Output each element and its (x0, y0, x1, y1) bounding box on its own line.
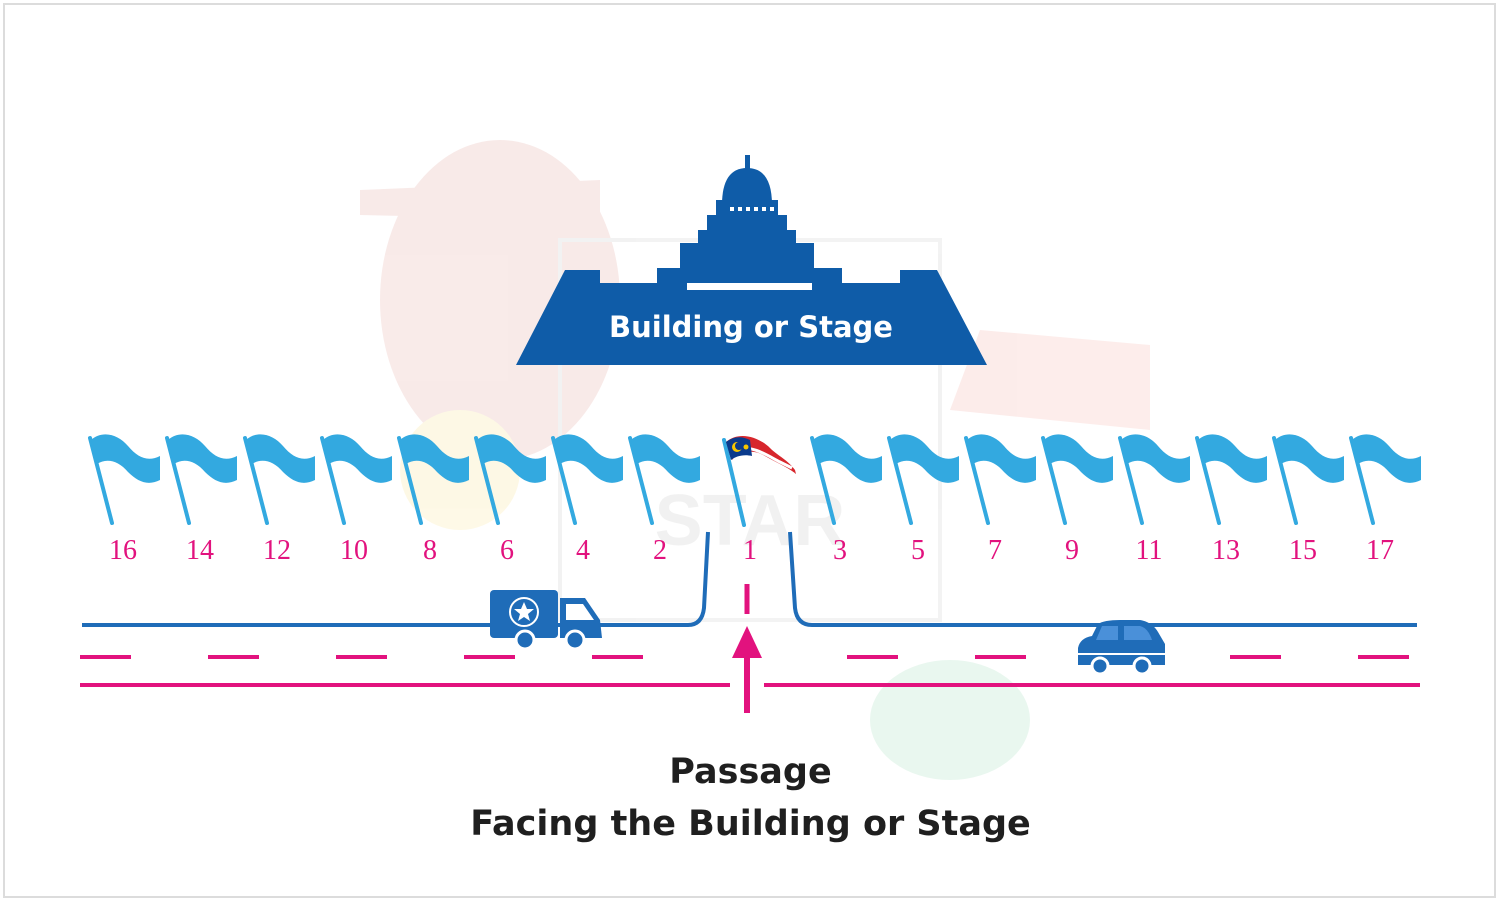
flag-number-10: 10 (340, 535, 368, 566)
building-icon (516, 155, 987, 365)
car-icon (1078, 620, 1165, 676)
flag-number-16: 16 (109, 535, 137, 566)
building-label: Building or Stage (609, 310, 893, 344)
flag-5-icon (887, 432, 961, 525)
caption-facing: Facing the Building or Stage (470, 804, 1031, 844)
flag-number-8: 8 (423, 535, 437, 566)
watermark-text: STAR (655, 481, 846, 561)
flag-number-6: 6 (500, 535, 514, 566)
flag-number-15: 15 (1289, 535, 1317, 566)
flag-number-11: 11 (1135, 535, 1163, 566)
flag-number-2: 2 (653, 535, 667, 566)
flag-11-icon (1118, 432, 1192, 525)
flag-number-12: 12 (263, 535, 291, 566)
delivery-truck-icon (490, 590, 602, 651)
road-edge-right (788, 531, 1417, 627)
caption-passage: Passage (669, 752, 832, 792)
flag-14-icon (165, 432, 239, 525)
flag-15-icon (1272, 432, 1346, 525)
background-watermark (360, 140, 1150, 780)
flag-7-icon (964, 432, 1038, 525)
flag-number-9: 9 (1065, 535, 1079, 566)
flag-number-7: 7 (988, 535, 1002, 566)
flag-9-icon (1041, 432, 1115, 525)
road-edge-left (82, 531, 710, 627)
flag-10-icon (320, 432, 394, 525)
up-arrow-icon (732, 626, 762, 713)
flag-number-4: 4 (576, 535, 590, 566)
flag-number-3: 3 (833, 535, 847, 566)
malaysia-flag-icon (722, 435, 796, 527)
flag-4-icon (551, 432, 625, 525)
flag-number-5: 5 (911, 535, 925, 566)
flag-number-13: 13 (1212, 535, 1240, 566)
flag-number-1: 1 (743, 535, 757, 566)
flag-16-icon (88, 432, 162, 525)
flag-17-icon (1349, 432, 1423, 525)
flag-12-icon (243, 432, 317, 525)
flag-13-icon (1195, 432, 1269, 525)
flag-number-17: 17 (1366, 535, 1394, 566)
flag-number-14: 14 (186, 535, 214, 566)
